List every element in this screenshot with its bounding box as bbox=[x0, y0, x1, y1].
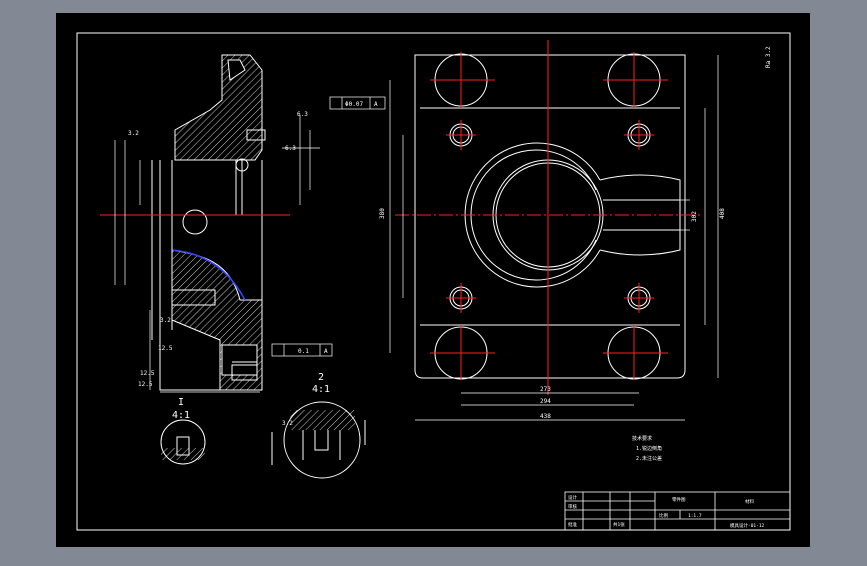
material-label: 材料 bbox=[745, 498, 754, 505]
drawing-name: 零件图 bbox=[672, 496, 686, 503]
dim-right-side: 302 bbox=[691, 211, 698, 222]
detail-1-scale: 4:1 bbox=[172, 410, 190, 421]
bottom-dim-3: 3.2 bbox=[160, 317, 171, 324]
plan-dimension-labels: 273 294 438 380 408 302 bbox=[379, 208, 726, 420]
notes-heading: 技术要求 bbox=[632, 435, 652, 442]
technical-notes: 技术要求 1.锐边倒角 2.未注公差 bbox=[632, 435, 662, 462]
flatness-tolerance: Φ0.07 bbox=[345, 101, 363, 108]
detail-2-label: 2 bbox=[318, 372, 324, 383]
dim-height-left: 380 bbox=[379, 208, 386, 219]
notes-line-2: 2.未注公差 bbox=[636, 455, 662, 462]
dim-width-inner: 273 bbox=[540, 386, 551, 393]
scale-value: 1:1.7 bbox=[688, 513, 702, 519]
detail-view-1 bbox=[160, 419, 206, 465]
dim-width-mid: 294 bbox=[540, 398, 551, 405]
dim-height-right: 408 bbox=[719, 208, 726, 219]
drawing-border bbox=[76, 32, 791, 531]
detail-view-2 bbox=[271, 401, 366, 479]
roughness-corner: 3.2 bbox=[282, 420, 293, 427]
dim-width-outer: 438 bbox=[540, 413, 551, 420]
notes-line-1: 1.锐边倒角 bbox=[636, 445, 662, 452]
parallel-datum: A bbox=[324, 348, 328, 355]
approver-label: 批准 bbox=[568, 521, 577, 528]
title-block-text: 设计 审核 批准 零件图 比例 1:1.7 材料 共1张 模具设计-01-12 bbox=[568, 494, 765, 529]
title-block bbox=[564, 491, 791, 531]
plan-centerlines bbox=[395, 40, 700, 395]
plan-dimensions bbox=[389, 55, 719, 421]
flatness-datum: A bbox=[374, 101, 378, 108]
section-view bbox=[151, 54, 266, 391]
bottom-dim-4: 12.5 bbox=[138, 381, 153, 388]
designer-label: 设计 bbox=[568, 494, 577, 501]
roughness-top: 3.2 bbox=[128, 130, 139, 137]
corner-roughness-mark: Ra 3.2 bbox=[765, 46, 772, 68]
detail-2-scale: 4:1 bbox=[312, 384, 330, 395]
section-dimensions bbox=[114, 96, 386, 393]
scale-label: 比例 bbox=[659, 512, 668, 519]
roughness-right: 6.3 bbox=[285, 145, 296, 152]
roughness-mid: 6.3 bbox=[297, 111, 308, 118]
black-canvas bbox=[56, 13, 810, 547]
bottom-dim-1: 12.5 bbox=[158, 345, 173, 352]
section-labels: Φ0.07 A 0.1 A 3.2 6.3 6.3 Ra 3.2 12.5 12… bbox=[128, 46, 772, 388]
checker-label: 审核 bbox=[568, 503, 577, 510]
sheet-label: 共1张 bbox=[613, 521, 625, 528]
detail-1-label: I bbox=[178, 397, 184, 408]
drawing-number: 模具设计-01-12 bbox=[730, 522, 765, 529]
parallel-tolerance: 0.1 bbox=[298, 348, 309, 355]
bottom-dim-2: 12.5 bbox=[140, 370, 155, 377]
